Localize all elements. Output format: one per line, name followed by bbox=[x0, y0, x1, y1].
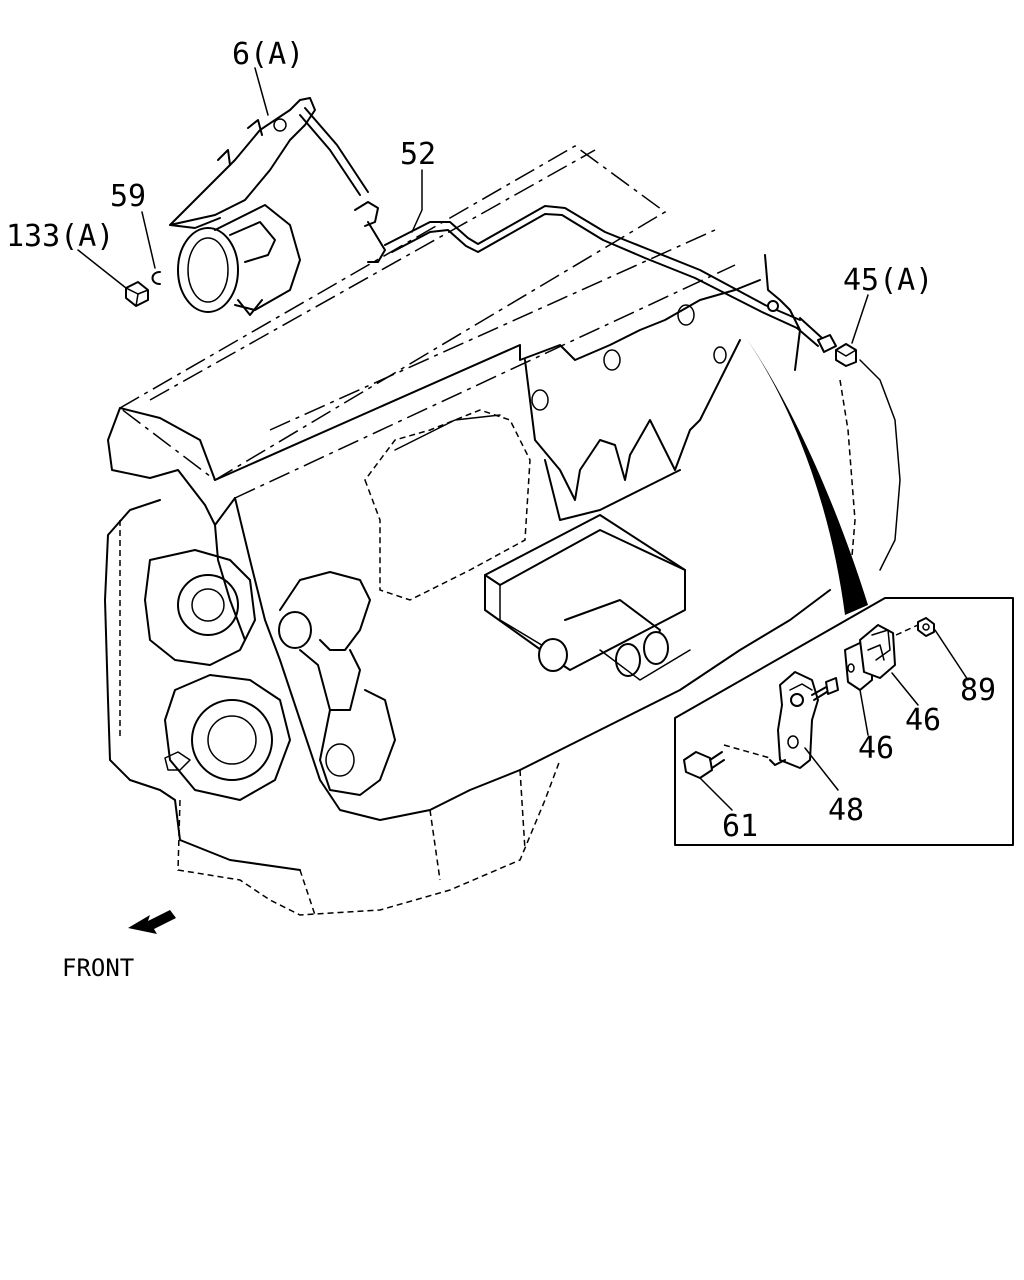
nut-133a bbox=[125, 281, 149, 307]
callout-45a: 45(A) bbox=[843, 263, 933, 298]
detail-inset-box bbox=[674, 597, 1014, 846]
callout-61: 61 bbox=[722, 809, 758, 844]
pipe-52 bbox=[384, 205, 837, 353]
front-label: FRONT bbox=[62, 954, 134, 982]
callout-6a: 6(A) bbox=[232, 37, 304, 72]
front-arrow-icon bbox=[128, 910, 176, 934]
callout-leaders bbox=[77, 67, 969, 811]
nut-45a bbox=[835, 343, 857, 367]
inset-pointer bbox=[742, 332, 868, 615]
callout-59: 59 bbox=[110, 179, 146, 214]
callout-46-upper: 46 bbox=[905, 703, 941, 738]
throttle-body-assembly bbox=[169, 97, 386, 316]
callout-89: 89 bbox=[960, 673, 996, 708]
callout-133a: 133(A) bbox=[6, 219, 114, 254]
callout-48: 48 bbox=[828, 793, 864, 828]
clip-59 bbox=[151, 271, 161, 285]
callout-52: 52 bbox=[400, 137, 436, 172]
callout-46-lower: 46 bbox=[858, 731, 894, 766]
engine-block bbox=[104, 145, 901, 916]
